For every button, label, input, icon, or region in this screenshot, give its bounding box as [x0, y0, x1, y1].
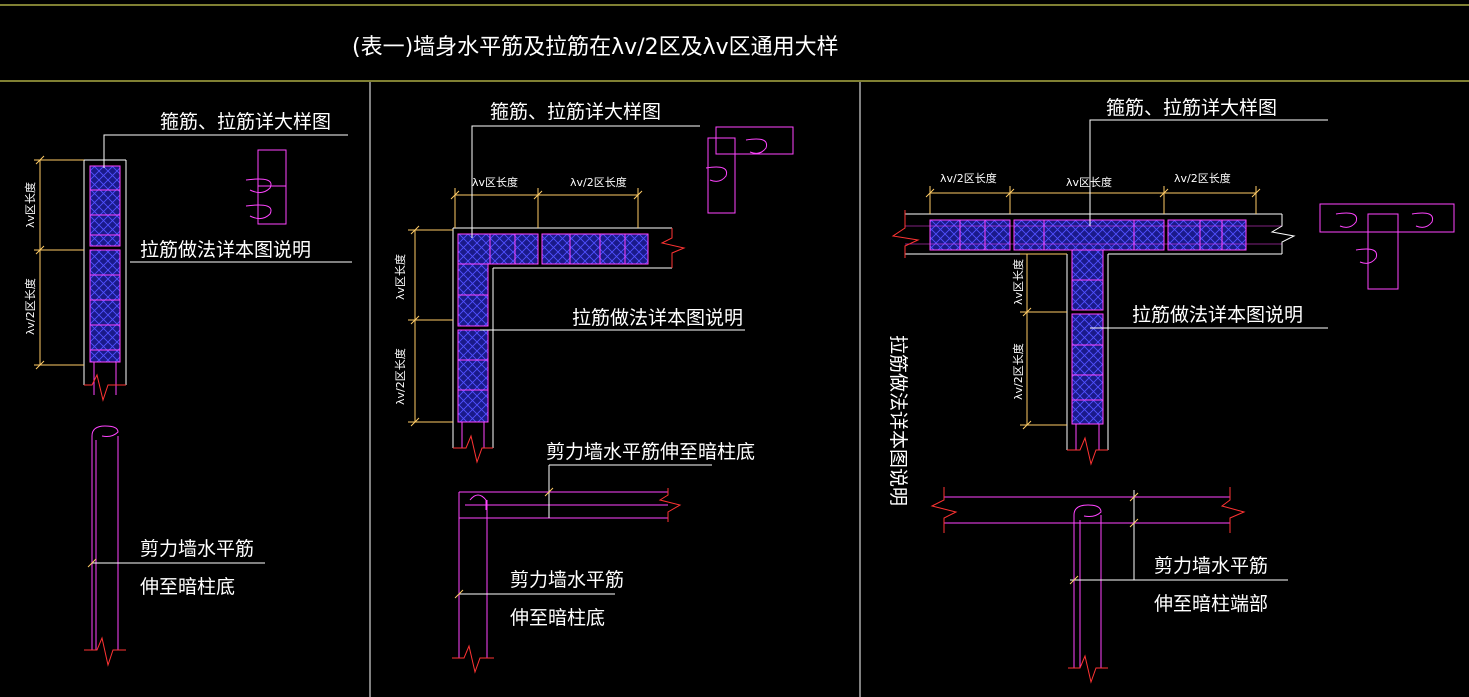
middle-dim-v1: λv区长度 — [393, 254, 407, 300]
right-hatch-v2 — [1071, 313, 1104, 425]
middle-lower-break-right — [658, 488, 682, 522]
left-lower-detail — [91, 425, 119, 650]
middle-break-right — [660, 228, 686, 268]
drawing-frame — [0, 4, 1469, 697]
right-rebar-ties — [905, 220, 1282, 450]
middle-wall-outline — [452, 227, 672, 448]
right-lower-leaders — [1069, 490, 1288, 585]
page-title: (表一)墙身水平筋及拉筋在λv/2区及λv区通用大样 — [352, 35, 839, 60]
right-lower-break-left — [930, 487, 958, 533]
left-lower-break — [84, 636, 126, 667]
right-dim-h1: λv/2区长度 — [940, 171, 997, 185]
middle-lower-break-bottom — [452, 644, 494, 674]
right-dimension-lines — [925, 186, 1261, 430]
left-dimension-lines — [34, 155, 84, 370]
left-hatch-bottom — [89, 249, 121, 363]
left-dim-top-label: λv区长度 — [23, 182, 37, 228]
middle-hatch-h2 — [541, 233, 649, 265]
middle-panel: λv区长度 λv/2区长度 λv区长度 λv/2区长度 箍筋、拉筋详大样图 拉筋… — [393, 101, 794, 674]
right-break-right — [1270, 214, 1296, 254]
middle-bar-note-2: 伸至暗柱底 — [510, 607, 605, 629]
middle-leaders — [471, 125, 745, 331]
left-rebar-ties — [90, 189, 120, 395]
left-dim-bottom-label: λv/2区长度 — [23, 278, 37, 335]
left-leaders — [103, 134, 352, 263]
left-break-mark — [84, 373, 126, 402]
right-lower-detail — [944, 496, 1230, 668]
right-hatch-h1 — [929, 219, 1011, 251]
middle-bar-note-top: 剪力墙水平筋伸至暗柱底 — [546, 441, 755, 463]
right-dim-v1: λv区长度 — [1011, 259, 1025, 305]
right-tie-detail — [1319, 203, 1455, 290]
middle-tie-detail — [705, 126, 794, 214]
left-lower-leader — [87, 558, 265, 568]
middle-hatch-h1 — [457, 233, 539, 265]
left-bar-note-1: 剪力墙水平筋 — [140, 538, 254, 560]
right-dim-v2: λv/2区长度 — [1011, 343, 1025, 400]
left-hatch-top — [89, 165, 121, 247]
middle-lower-leaders — [454, 464, 712, 599]
left-detail-title: 箍筋、拉筋详大样图 — [160, 111, 331, 133]
left-tie-detail — [245, 149, 287, 225]
right-detail-title: 箍筋、拉筋详大样图 — [1106, 97, 1277, 119]
middle-lower-detail — [458, 491, 668, 658]
middle-tie-note: 拉筋做法详本图说明 — [572, 307, 743, 329]
right-break-left — [891, 210, 920, 258]
right-leaders — [1089, 119, 1328, 329]
right-dim-h3: λv/2区长度 — [1174, 171, 1231, 185]
right-break-bottom — [1067, 436, 1108, 466]
right-lower-break-right — [1220, 487, 1246, 533]
middle-dim-h1: λv区长度 — [472, 175, 518, 189]
right-dim-h2: λv区长度 — [1066, 175, 1112, 189]
middle-dim-v2: λv/2区长度 — [393, 348, 407, 405]
middle-dimension-lines — [408, 188, 643, 427]
middle-break-bottom — [453, 434, 493, 464]
right-tie-note-vertical: 拉筋做法详本图说明 — [887, 335, 909, 506]
right-lower-break-bottom — [1068, 654, 1108, 684]
right-tie-note: 拉筋做法详本图说明 — [1132, 304, 1303, 326]
left-bar-note-2: 伸至暗柱底 — [140, 576, 235, 598]
middle-rebar-ties — [458, 234, 626, 448]
right-bar-note-2: 伸至暗柱端部 — [1154, 593, 1268, 615]
right-hatch-h2 — [1013, 219, 1165, 251]
middle-bar-note-1: 剪力墙水平筋 — [510, 569, 624, 591]
middle-detail-title: 箍筋、拉筋详大样图 — [490, 101, 661, 123]
middle-hatch-v2 — [457, 329, 489, 423]
middle-dim-h2: λv/2区长度 — [570, 175, 627, 189]
right-bar-note-1: 剪力墙水平筋 — [1154, 555, 1268, 577]
right-panel: λv/2区长度 λv区长度 λv/2区长度 λv区长度 λv/2区长度 箍筋、拉… — [887, 97, 1455, 684]
left-column-outline — [83, 159, 127, 385]
right-hatch-h3 — [1167, 219, 1247, 251]
left-panel: λv区长度 λv/2区长度 箍筋、拉筋详大样图 拉筋做法详本图说明 剪力墙水平筋 — [23, 111, 352, 667]
left-tie-note: 拉筋做法详本图说明 — [140, 239, 311, 261]
